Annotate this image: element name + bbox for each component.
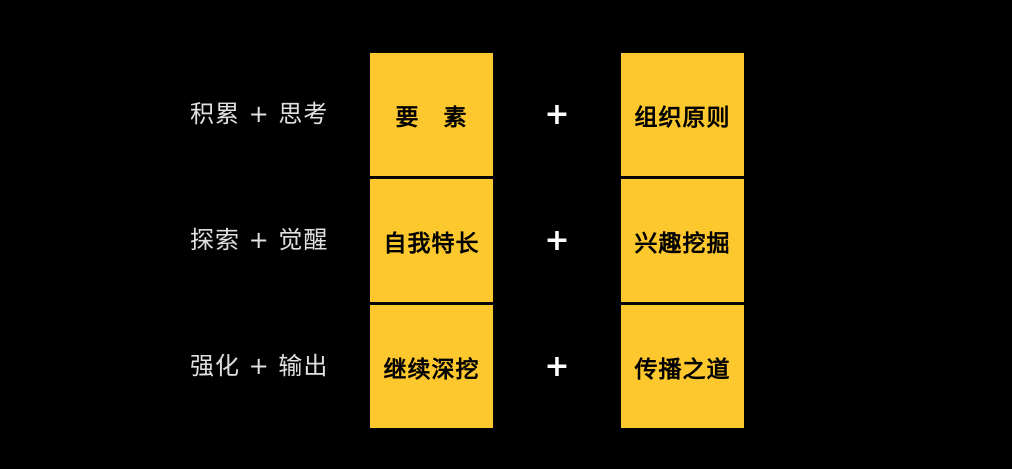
partner-box: 传播之道 (621, 305, 744, 428)
row-label: 探索 + 觉醒 (190, 226, 329, 254)
diagram-row: 强化 + 输出 继续深挖 + 传播之道 (0, 305, 1012, 428)
partner-box: 兴趣挖掘 (621, 179, 744, 302)
element-box: 要 素 (370, 53, 493, 176)
row-label: 积累 + 思考 (190, 100, 329, 128)
partner-box: 组织原则 (621, 53, 744, 176)
diagram-row: 积累 + 思考 要 素 + 组织原则 (0, 53, 1012, 176)
plus-sign: + (544, 97, 570, 132)
diagram-row: 探索 + 觉醒 自我特长 + 兴趣挖掘 (0, 179, 1012, 302)
element-box: 继续深挖 (370, 305, 493, 428)
element-box: 自我特长 (370, 179, 493, 302)
plus-sign: + (544, 349, 570, 384)
row-label: 强化 + 输出 (190, 352, 329, 380)
plus-sign: + (544, 223, 570, 258)
